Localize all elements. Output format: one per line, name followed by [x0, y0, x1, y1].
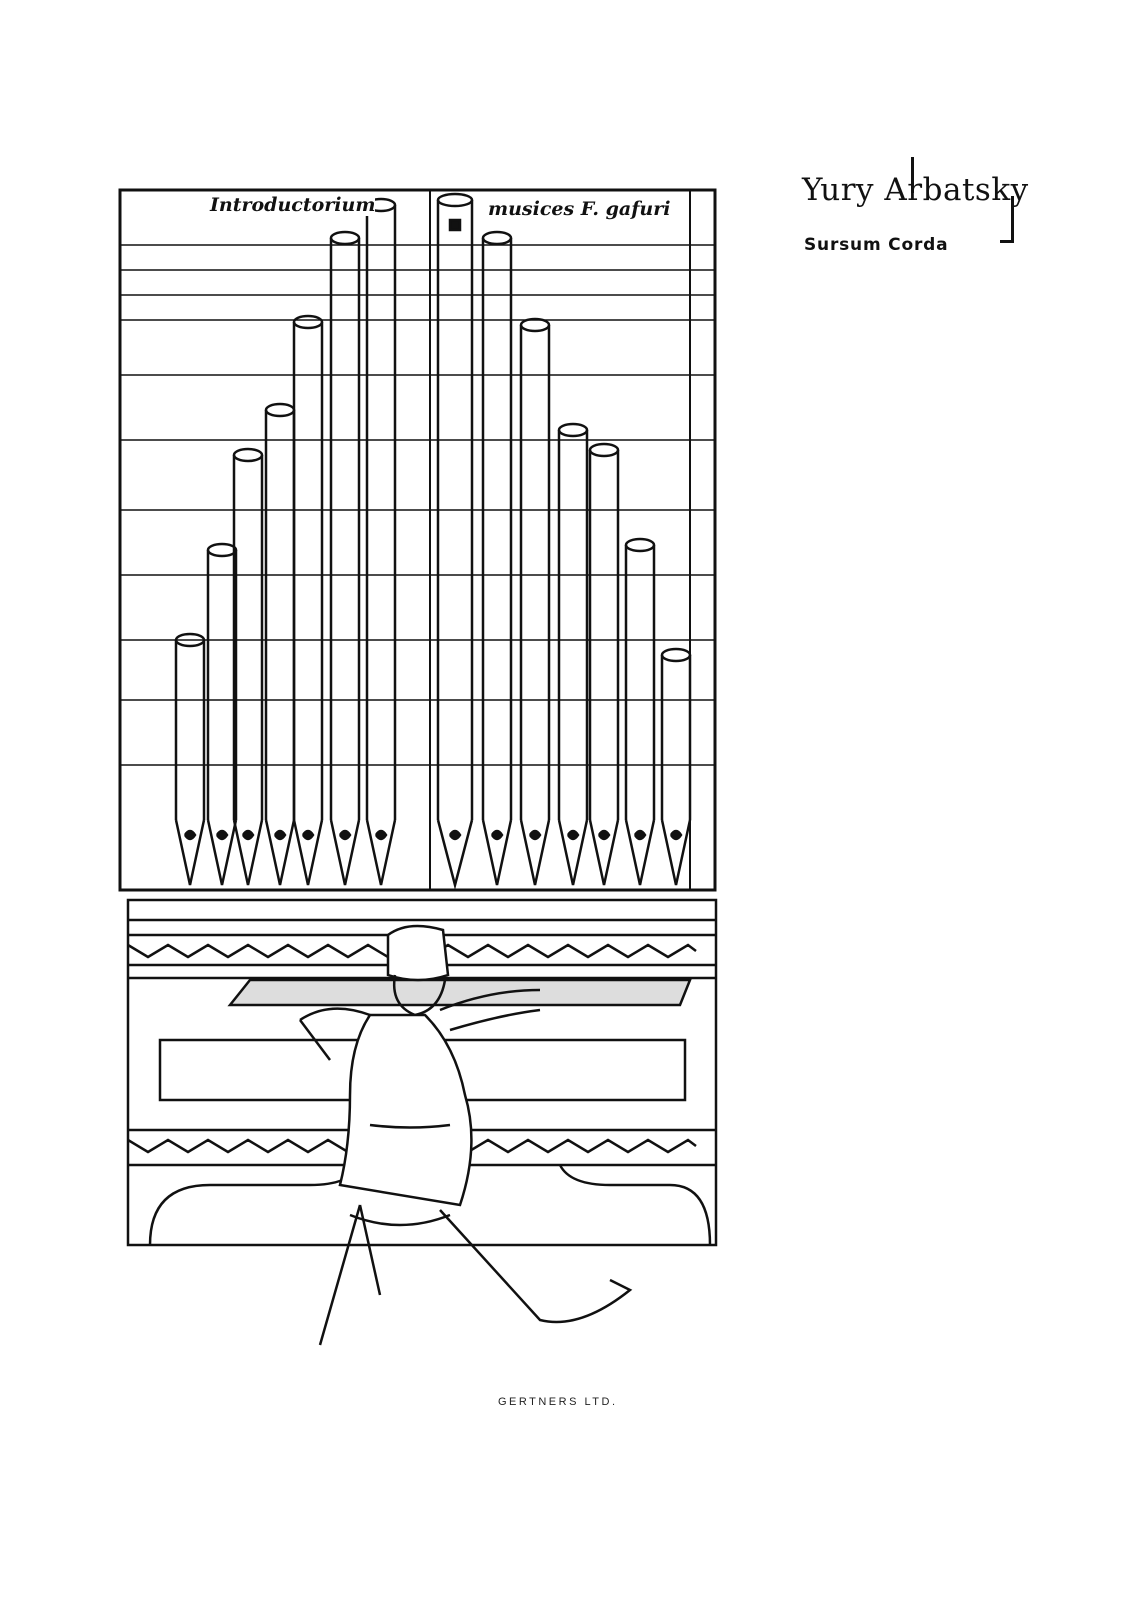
pipe-foot: [519, 819, 551, 886]
pipe-mouth: [338, 829, 352, 841]
pipe-top: [557, 422, 589, 438]
pipe-mouth: [374, 829, 388, 841]
publisher-imprint: GERTNERS LTD.: [498, 1396, 618, 1408]
pipe-top: [588, 442, 620, 458]
pipe-mouth: [215, 829, 229, 841]
pipe-top: [519, 317, 551, 333]
pipe-mouth: [490, 829, 504, 841]
woodcut-lettering-musices-gafuri: musices F. gafuri: [488, 198, 671, 220]
pipe-mouth: [241, 829, 255, 841]
pipe-foot: [264, 819, 296, 886]
pipe-top: [329, 230, 361, 246]
pipe-foot: [365, 819, 397, 886]
title-ornament-foot: [1000, 240, 1014, 243]
pipe-top: [660, 647, 692, 663]
pipe-mouth: [633, 829, 647, 841]
pipe-mouth: [597, 829, 611, 841]
title-ornament-stem: [911, 157, 914, 193]
pipe-foot: [481, 819, 513, 886]
composer-name: Yury Arbatsky: [802, 172, 1029, 208]
pipe-mouth: [448, 829, 462, 841]
organ-case-and-player: [126, 898, 718, 1346]
pipe-top: [206, 542, 238, 558]
pipe-mouth: [669, 829, 683, 841]
pipe-foot: [292, 819, 324, 886]
woodcut-lettering-introductorium: Introductorium: [210, 194, 376, 216]
pipe-top: [232, 447, 264, 463]
work-title: Sursum Corda: [804, 235, 949, 255]
pipe-mouth: [183, 829, 197, 841]
pipe-top: [264, 402, 296, 418]
pipe-top: [292, 314, 324, 330]
pipe-foot: [624, 819, 656, 886]
pipe-foot: [660, 819, 692, 886]
pipe-foot: [206, 819, 238, 886]
pipe-mouth: [273, 829, 287, 841]
pipe-foot: [232, 819, 264, 886]
organ-pipes-frame: [118, 188, 717, 892]
pipe-foot: [174, 819, 206, 886]
title-ornament-tail: [1011, 196, 1014, 242]
pipe-foot: [329, 819, 361, 886]
pipe-top: [481, 230, 513, 246]
pipe-foot: [588, 819, 620, 886]
pipe-mouth: [528, 829, 542, 841]
pipe-mark: [448, 218, 462, 232]
pipe-foot: [557, 819, 589, 886]
pipe-mouth: [301, 829, 315, 841]
pipe-top: [624, 537, 656, 553]
pipe-top: [436, 192, 474, 208]
pipe-mouth: [566, 829, 580, 841]
pipe-foot: [436, 819, 474, 890]
